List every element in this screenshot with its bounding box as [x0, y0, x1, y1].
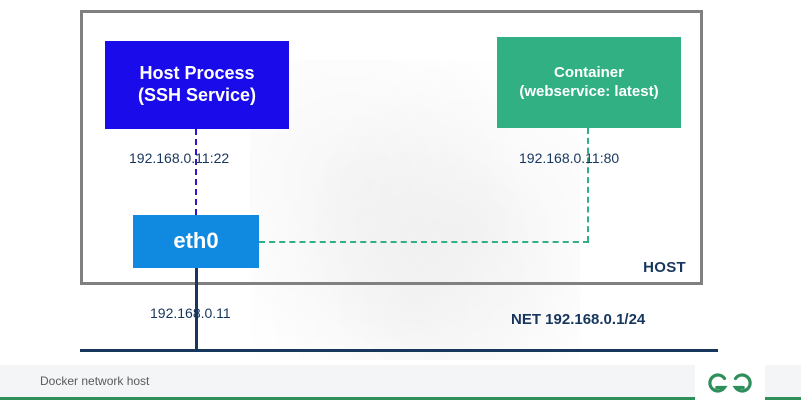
label-ssh-endpoint: 192.168.0.11:22 — [129, 150, 230, 166]
node-eth0-label: eth0 — [173, 228, 219, 254]
network-bus-line — [80, 349, 718, 352]
node-host-process[interactable]: Host Process (SSH Service) — [105, 41, 289, 129]
connector-host-process-to-eth0 — [195, 129, 197, 215]
label-network-cidr: NET 192.168.0.1/24 — [511, 311, 646, 328]
connector-container-vertical — [587, 128, 589, 242]
footer-bar: Docker network host — [0, 365, 801, 400]
label-http-endpoint: 192.168.0.11:80 — [519, 150, 620, 166]
footer-caption: Docker network host — [40, 374, 150, 388]
node-host-process-line1: Host Process — [139, 63, 255, 84]
connector-eth0-to-network — [195, 268, 198, 350]
host-boundary-label: HOST — [643, 259, 686, 276]
label-nic-address: 192.168.0.11 — [150, 305, 231, 321]
node-eth0[interactable]: eth0 — [133, 215, 259, 268]
geeksforgeeks-logo — [695, 365, 765, 400]
node-host-process-line2: (SSH Service) — [137, 85, 257, 105]
node-container-line2: (webservice: latest) — [519, 82, 659, 100]
node-container[interactable]: Container (webservice: latest) — [497, 37, 681, 128]
host-boundary-box: HOST — [80, 10, 703, 285]
node-container-line1: Container — [553, 64, 624, 82]
connector-eth0-to-container — [259, 241, 589, 243]
